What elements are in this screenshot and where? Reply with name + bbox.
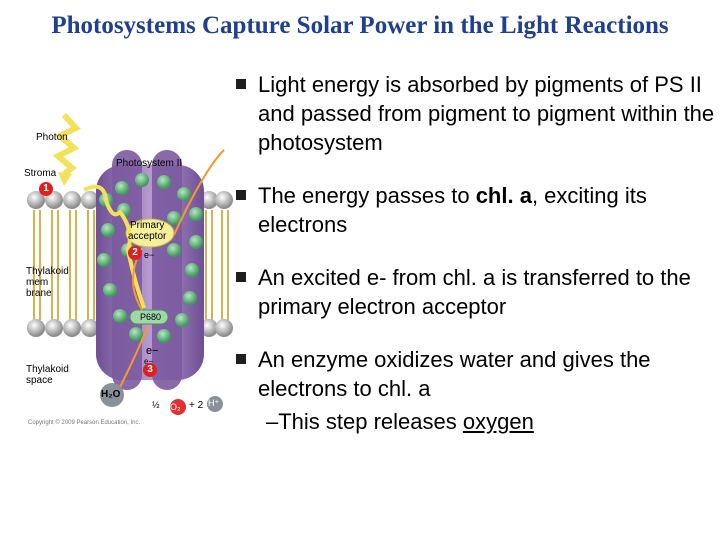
- plus-two-label: + 2: [189, 400, 204, 411]
- bullet-4: An enzyme oxidizes water and gives the e…: [232, 345, 717, 436]
- sub-bullet-text: –This step releases: [266, 409, 463, 434]
- water-label: H₂O: [101, 389, 121, 400]
- sub-bullet: –This step releases oxygen: [258, 407, 717, 436]
- thylakoid-membrane-line-1: Thylakoid: [26, 266, 69, 277]
- electron-label: e−: [146, 345, 159, 357]
- thylakoid-membrane-line-2: mem: [26, 277, 49, 288]
- photosystem-illustration: [27, 112, 233, 415]
- bullet-list: Light energy is absorbed by pigments of …: [232, 70, 717, 460]
- electron-acceptor-label: e−: [144, 250, 155, 260]
- thylakoid-space-label: Thylakoid space: [26, 364, 69, 386]
- electron-out-arrow: [173, 149, 225, 236]
- primary-acceptor-line-2: acceptor: [128, 231, 167, 242]
- thylakoid-membrane-line-3: brane: [26, 288, 52, 299]
- bullet-square-icon: [236, 272, 246, 282]
- bullet-square-icon: [236, 190, 246, 200]
- membrane-tails: [33, 210, 229, 320]
- bullet-2-pre: The energy passes to: [258, 183, 476, 208]
- bullet-2: The energy passes to chl. a, exciting it…: [232, 181, 717, 239]
- step-3-badge: 3: [143, 363, 157, 377]
- photosystem-label: Photosystem II: [116, 158, 183, 169]
- photon-zigzag: [52, 112, 81, 177]
- photosystem-diagram: Photon Photosystem II Stroma Primary acc…: [24, 110, 234, 435]
- bullet-2-bold: chl. a: [475, 183, 532, 208]
- thylakoid-membrane-label: Thylakoid mem brane: [26, 266, 69, 299]
- half-label: ½: [152, 400, 160, 410]
- pigment-molecules: [97, 173, 203, 343]
- bullet-2-post: , exciting its electrons: [258, 183, 647, 237]
- electron-small-label: e−: [144, 357, 154, 366]
- stroma-label: Stroma: [24, 168, 57, 179]
- bullet-3: An excited e- from chl. a is transferred…: [232, 263, 717, 321]
- thylakoid-space-line-2: space: [26, 375, 53, 386]
- bullet-4-text: An enzyme oxidizes water and gives the e…: [258, 347, 651, 401]
- step-1-badge: 1: [39, 182, 53, 196]
- bullet-1: Light energy is absorbed by pigments of …: [232, 70, 717, 157]
- photon-label: Photon: [36, 132, 68, 143]
- hydrogen-label: H⁺: [208, 398, 220, 408]
- oxygen-label: O₂: [170, 402, 181, 412]
- bullet-3-text: An excited e- from chl. a is transferred…: [258, 265, 691, 319]
- step-2-badge: 2: [128, 246, 142, 260]
- slide-title: Photosystems Capture Solar Power in the …: [51, 12, 669, 39]
- oxygen-link[interactable]: oxygen: [462, 409, 534, 434]
- energy-transfer-path: [83, 184, 146, 309]
- membrane-bottom-heads: [27, 319, 233, 337]
- bullet-square-icon: [236, 354, 246, 364]
- primary-acceptor-label: Primary acceptor: [128, 220, 166, 242]
- p680-label: P680: [140, 312, 162, 322]
- hydrogen-ion: [207, 396, 223, 412]
- primary-acceptor-line-1: Primary: [129, 220, 165, 231]
- oxygen-molecule: [170, 399, 186, 415]
- bullet-square-icon: [236, 79, 246, 89]
- bullet-1-text: Light energy is absorbed by pigments of …: [258, 72, 715, 155]
- membrane-top-heads: [27, 191, 233, 209]
- water-molecule: [100, 383, 124, 407]
- copyright-text: Copyright © 2009 Pearson Education, Inc.: [28, 420, 141, 426]
- p680-shape: [129, 309, 169, 325]
- thylakoid-space-line-1: Thylakoid: [26, 364, 69, 375]
